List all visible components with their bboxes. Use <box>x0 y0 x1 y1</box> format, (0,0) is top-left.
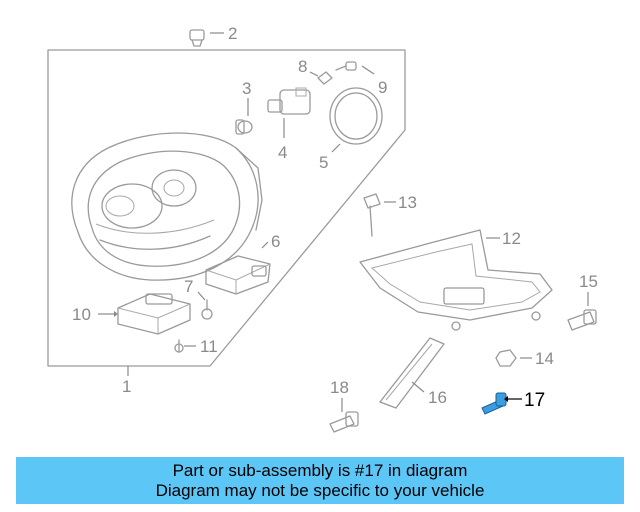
part-3-bulb[interactable] <box>235 98 253 135</box>
callout-10: 10 <box>72 305 91 324</box>
part-14-nut[interactable] <box>495 349 532 367</box>
callout-7: 7 <box>184 277 193 296</box>
callout-15: 15 <box>579 272 598 291</box>
callout-2: 2 <box>228 24 237 43</box>
part-6-igniter[interactable] <box>205 241 271 295</box>
part-9-bolt[interactable] <box>335 61 375 75</box>
part-18-bolt[interactable] <box>329 398 359 433</box>
part-10-ballast[interactable] <box>98 293 191 335</box>
part-17-bolt-highlighted[interactable] <box>481 392 522 415</box>
headlamp-assembly-frame <box>47 49 406 376</box>
callout-6: 6 <box>271 232 280 251</box>
part-4-socket[interactable] <box>267 87 311 138</box>
banner-line-2: Diagram may not be specific to your vehi… <box>155 480 485 500</box>
callout-8: 8 <box>298 57 307 76</box>
part-5-seal-ring[interactable] <box>329 87 383 153</box>
callout-5: 5 <box>319 153 328 172</box>
callout-4: 4 <box>278 143 287 162</box>
banner-line-1: Part or sub-assembly is #17 in diagram <box>172 460 468 480</box>
callout-3: 3 <box>242 79 251 98</box>
callout-17: 17 <box>524 390 545 411</box>
part-12-bracket[interactable] <box>359 229 553 331</box>
part-2-clip[interactable] <box>189 29 224 47</box>
part-7-screw[interactable] <box>197 291 213 320</box>
part-11-screw[interactable] <box>174 339 196 353</box>
callout-14: 14 <box>535 349 554 368</box>
callout-11: 11 <box>200 337 218 356</box>
part-8-clip[interactable] <box>309 71 333 85</box>
headlamp-housing[interactable] <box>71 132 263 281</box>
callout-1: 1 <box>122 377 131 396</box>
callout-9: 9 <box>378 78 387 97</box>
part-13-bolt[interactable] <box>363 193 396 237</box>
part-15-bolt[interactable] <box>567 292 597 331</box>
callout-13: 13 <box>398 193 417 212</box>
part-16-trim-strip[interactable] <box>379 337 445 409</box>
part-info-banner: Part or sub-assembly is #17 in diagram D… <box>16 457 624 504</box>
callout-12: 12 <box>502 229 521 248</box>
callout-16: 16 <box>428 388 447 407</box>
part-17-head <box>495 392 507 407</box>
callout-18: 18 <box>330 378 349 397</box>
